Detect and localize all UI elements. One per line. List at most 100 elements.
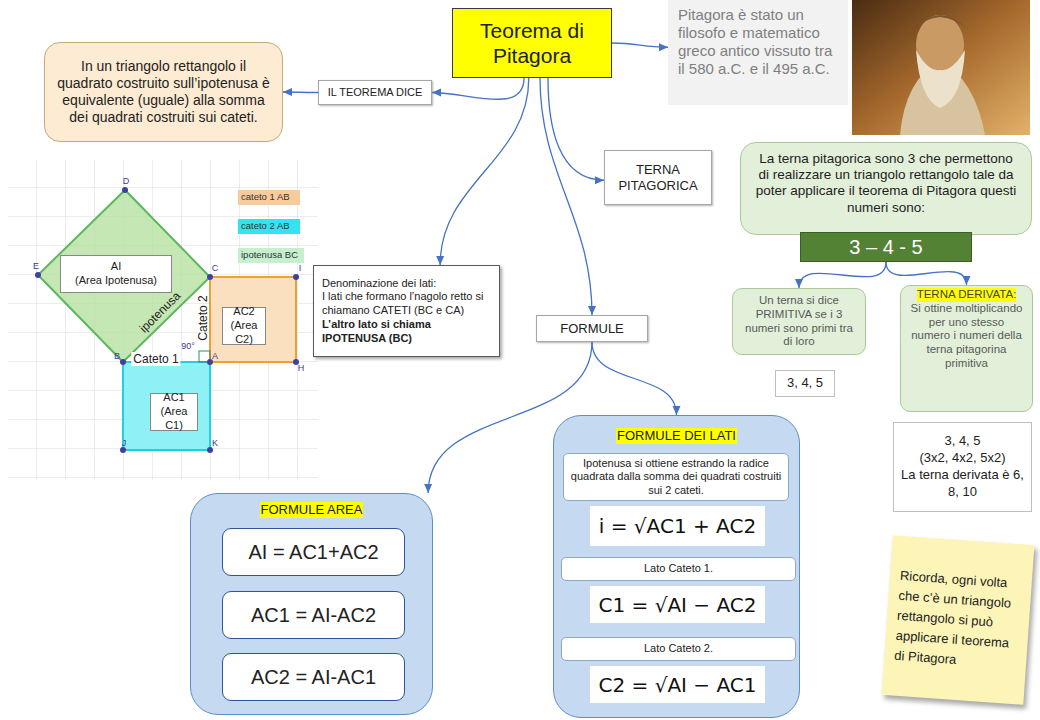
topic-box: TERNA PITAGORICA (604, 150, 712, 205)
formula-box: i = √AC1 + AC2 (590, 506, 765, 546)
area-label-box: AC2(Area C2) (222, 307, 266, 345)
connector-arrow (548, 78, 604, 180)
vertex-dot (35, 272, 41, 278)
vertex-label: J (122, 438, 127, 448)
formula-box: AI = AC1+AC2 (222, 528, 405, 576)
leg2-square (210, 277, 296, 362)
title-box: Teorema di Pitagora (452, 8, 612, 78)
vertex-label: I (299, 263, 302, 273)
node-text: La terna pitagorica sono 3 che permetton… (753, 151, 1019, 216)
node-text: L’altro lato si chiama IPOTENUSA (BC) (322, 318, 491, 346)
node-text: C2 = √AI − AC1 (599, 673, 757, 697)
connector-arrow (440, 78, 529, 265)
node-text: AC1 (163, 391, 184, 405)
node-text: Pitagora è stato un filosofo e matematic… (678, 6, 838, 78)
angle-label: 90° (181, 341, 195, 351)
node-text: 3 – 4 - 5 (849, 235, 922, 259)
node-text: (3x2, 4x2, 5x2) (920, 450, 1006, 467)
legend-swatch: ipotenusa BC (238, 248, 304, 263)
description-box: Ipotenusa si ottiene estrando la radice … (563, 453, 789, 501)
side-label: Cateto 1 (131, 352, 180, 366)
node-text: La terna derivata è 6, 8, 10 (898, 467, 1027, 501)
grid (8, 160, 318, 480)
node-text: (Area Ipotenusa) (75, 274, 157, 288)
node-text: FORMULE (560, 321, 624, 337)
portrait-cap (914, 15, 968, 30)
node-text: TERNA DERIVATA: (917, 288, 1017, 302)
formula-box: C2 = √AI − AC1 (590, 666, 765, 703)
area-label-box: AI(Area Ipotenusa) (60, 255, 172, 293)
node-text: Denominazione dei lati: (322, 277, 436, 291)
node-text: Ricorda, ogni volta che c’è un triangolo… (894, 566, 1023, 675)
statement-box: In un triangolo rettangolo il quadrato c… (44, 42, 283, 142)
node-text: (Area C2) (223, 319, 265, 347)
node-text: Ipotenusa si ottiene estrando la radice … (570, 457, 782, 497)
connector-arrow (283, 91, 318, 93)
node-text: 3, 4, 5 (944, 433, 980, 450)
node-text: Un terna si dice PRIMITIVA se i 3 numeri… (741, 294, 857, 349)
connector-arrow (540, 78, 592, 315)
vertex-label: H (298, 363, 305, 373)
node-text: I lati che formano l’nagolo retto si chi… (322, 290, 491, 318)
node-text: FORMULE DEI LATI (616, 428, 737, 444)
node-text: AC2 (233, 305, 254, 319)
node-text: TERNA PITAGORICA (605, 162, 711, 193)
description-box: Lato Cateto 1. (561, 557, 796, 581)
legend-swatch: cateto 2 AB (238, 219, 300, 234)
sticky-note: Ricorda, ogni volta che c’è un triangolo… (882, 535, 1035, 705)
number-box: 3 – 4 - 5 (800, 232, 972, 262)
group-panel: FORMULE DEI LATI Ipotenusa si ottiene est… (553, 415, 800, 718)
formula-box: AC2 = AI-AC1 (222, 653, 405, 701)
definition-box: Denominazione dei lati:I lati che forman… (313, 265, 500, 357)
vertex-label: A (212, 351, 218, 361)
node-text: Lato Cateto 2. (644, 642, 713, 655)
node-text: AC1 = AI-AC2 (251, 603, 376, 627)
vertex-label: K (212, 438, 218, 448)
portrait (852, 0, 1030, 135)
formula-box: C1 = √AI − AC2 (590, 586, 765, 623)
side-label: Cateto 2 (196, 295, 210, 340)
example-box: 3, 4, 5 (775, 370, 835, 397)
node-text: FORMULE AREA (260, 502, 364, 518)
definition-box: Un terna si dice PRIMITIVA se i 3 numeri… (732, 288, 866, 355)
node-text: In un triangolo rettangolo il quadrato c… (55, 58, 272, 125)
info-box: Pitagora è stato un filosofo e matematic… (668, 0, 848, 105)
definition-box: La terna pitagorica sono 3 che permetton… (740, 142, 1032, 235)
node-text: C1 = √AI − AC2 (599, 593, 757, 617)
node-text: AI = AC1+AC2 (248, 540, 378, 564)
node-text: Si ottine moltiplicando per uno stesso n… (909, 302, 1024, 371)
portrait-beard (916, 50, 965, 108)
group-panel: FORMULE AREA AI = AC1+AC2AC1 = AI-AC2AC2 … (190, 493, 433, 715)
vertex-dot (120, 359, 126, 365)
node-text: AC2 = AI-AC1 (251, 665, 376, 689)
node-text: (Area C1) (151, 405, 197, 433)
topic-box: FORMULE (536, 315, 648, 342)
legend-swatch: cateto 1 AB (238, 190, 300, 205)
legend-text: ipotenusa BC (241, 249, 298, 260)
connector-arrow (432, 78, 524, 99)
connector-arrow (799, 262, 886, 288)
vertex-label: E (33, 261, 39, 271)
connector-arrow (612, 43, 668, 47)
vertex-label: D (123, 176, 130, 186)
connector-arrow (886, 262, 967, 285)
node-text: AI (111, 260, 121, 274)
leg1-square (123, 362, 210, 450)
description-box: Lato Cateto 2. (561, 637, 796, 661)
node-text: IL TEOREMA DICE (328, 86, 423, 99)
area-label-box: AC1(Area C1) (150, 393, 198, 431)
vertex-label: C (212, 263, 219, 273)
connector-arrow (592, 342, 677, 415)
vertex-dots (35, 187, 299, 453)
node-text: Lato Cateto 1. (644, 562, 713, 575)
node-text: 3, 4, 5 (787, 375, 823, 392)
vertex-label: B (114, 351, 120, 361)
vertex-dot (207, 274, 213, 280)
definition-box: TERNA DERIVATA:Si ottine moltiplicando p… (900, 285, 1033, 412)
formula-box: AC1 = AI-AC2 (222, 591, 405, 639)
example-box: 3, 4, 5(3x2, 4x2, 5x2)La terna derivata … (893, 422, 1032, 512)
vertex-dot (293, 274, 299, 280)
topic-box: IL TEOREMA DICE (318, 80, 432, 105)
portrait-background (852, 0, 1030, 135)
